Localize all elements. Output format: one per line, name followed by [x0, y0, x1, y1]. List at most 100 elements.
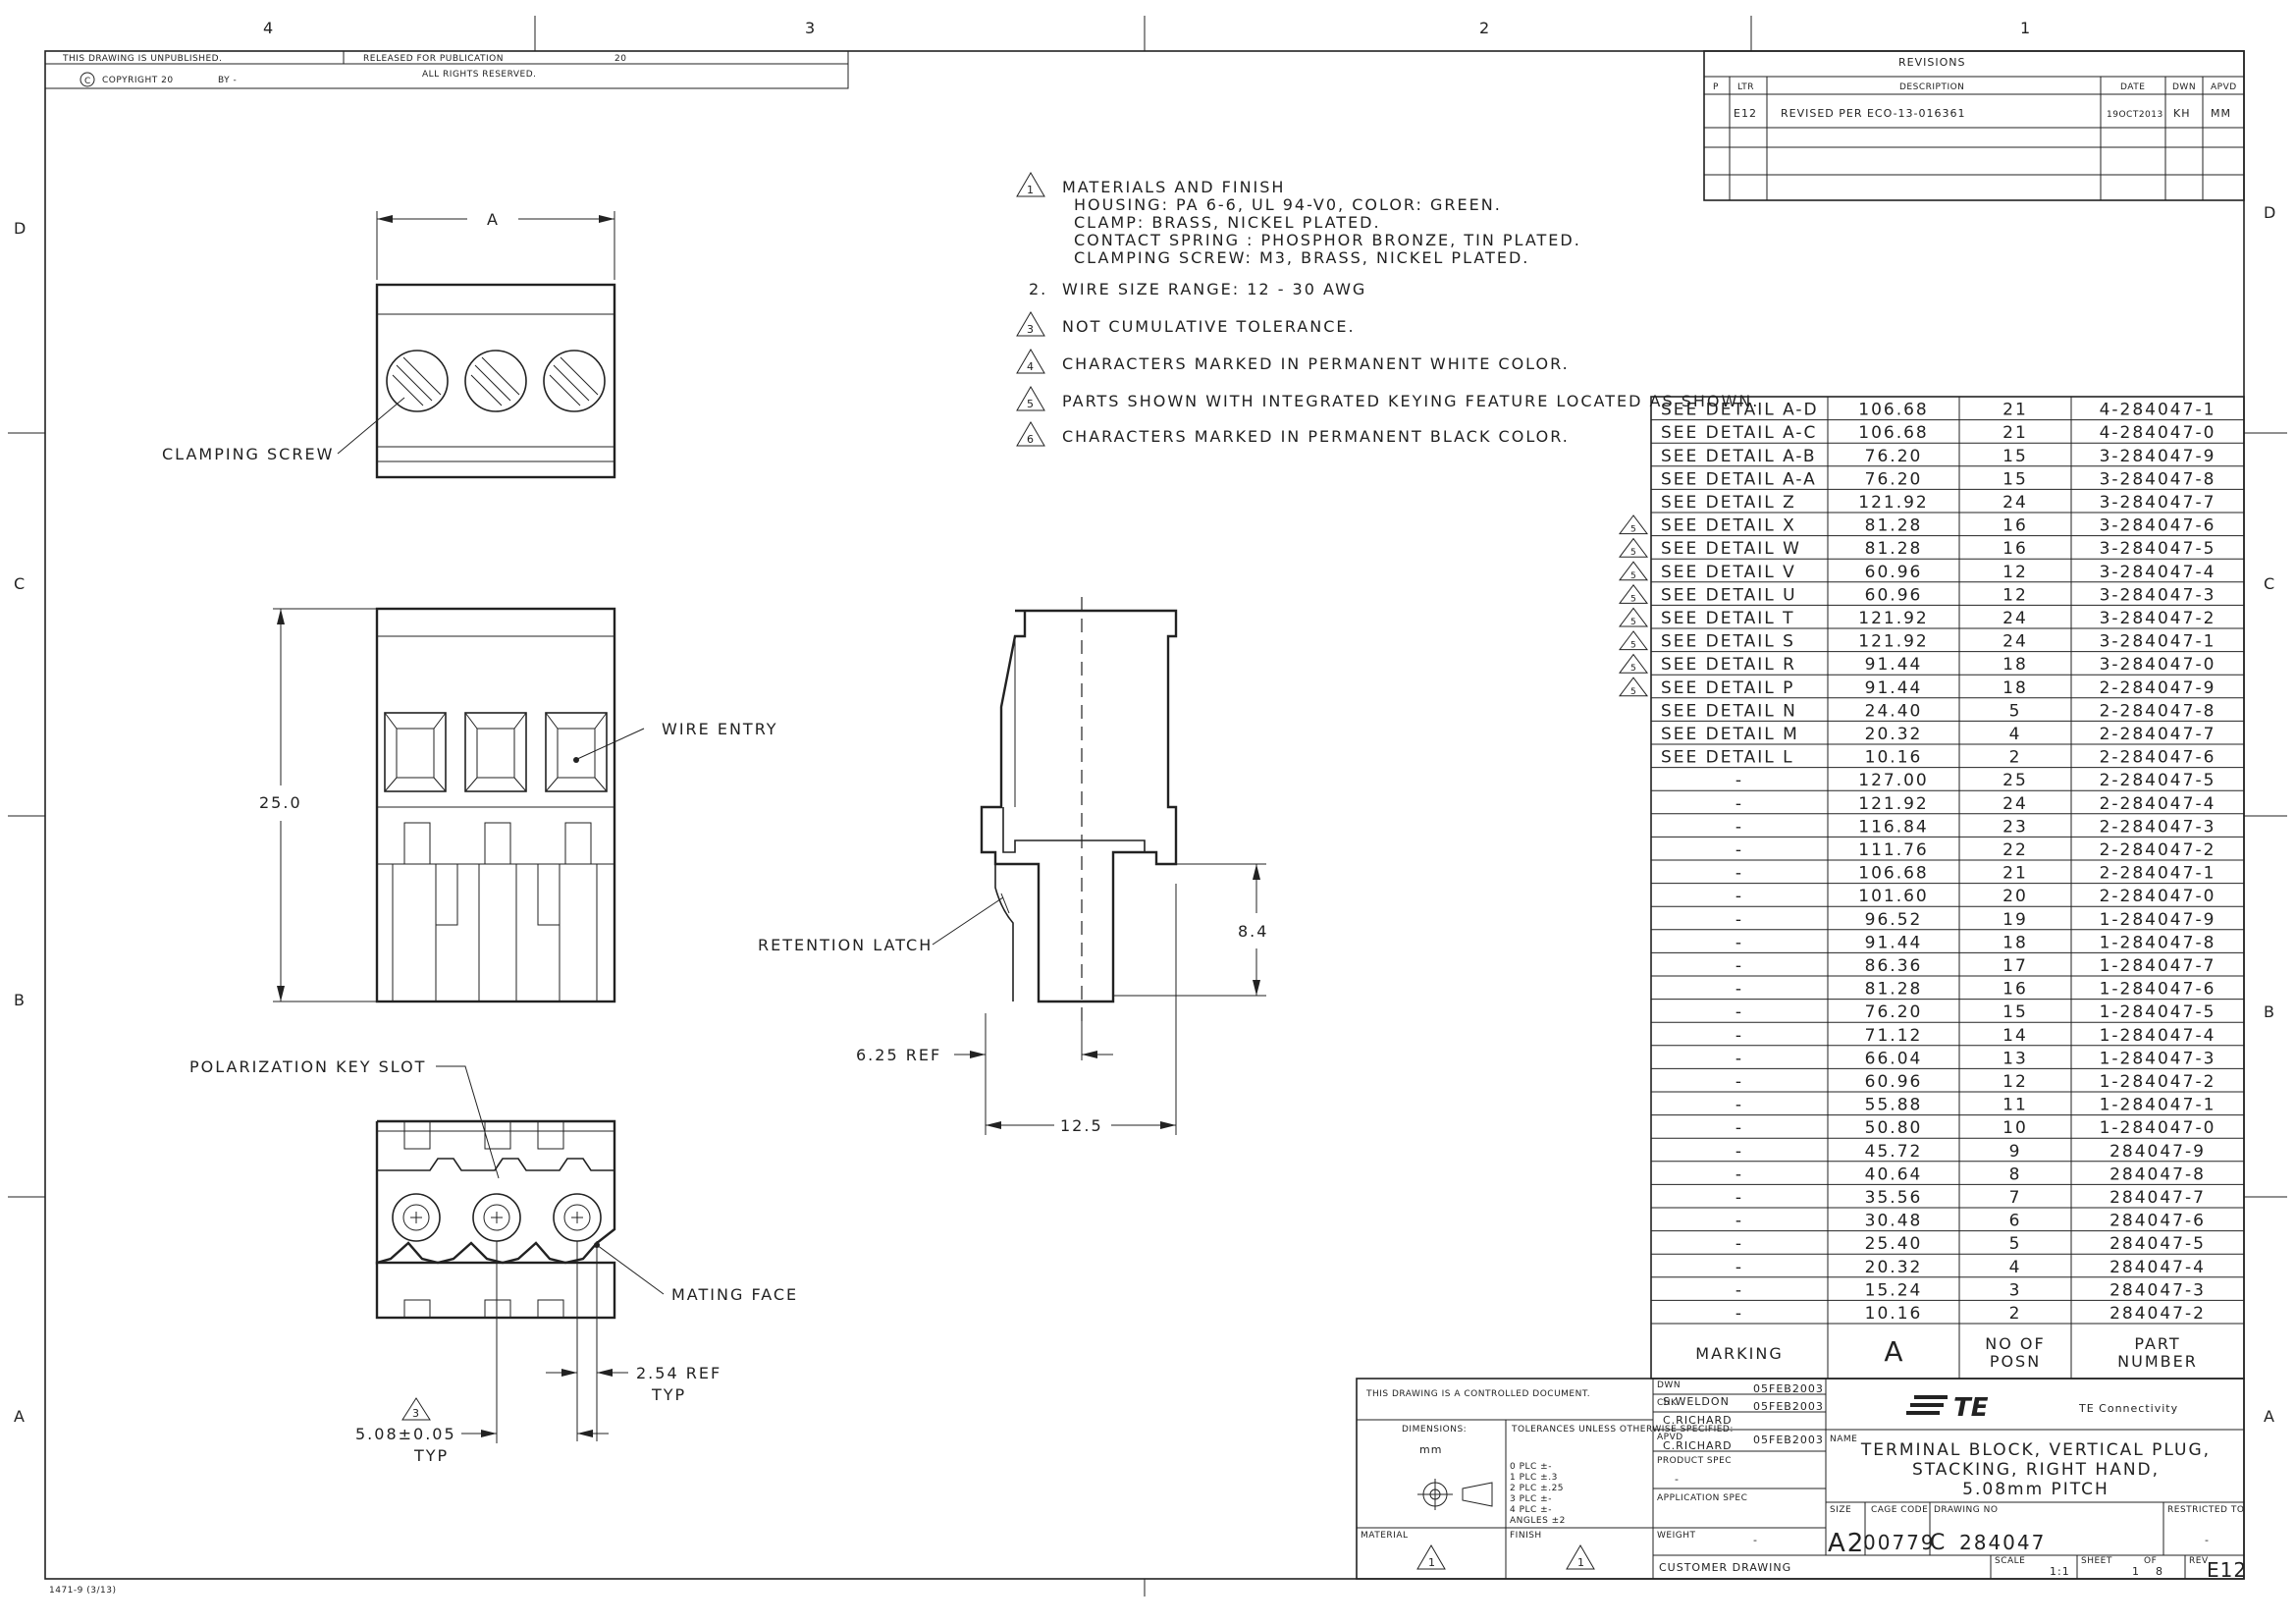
- part-number-cell: 2-284047-8: [2100, 701, 2216, 721]
- rev-col-dwn: DWN: [2172, 82, 2196, 92]
- contact-1: [392, 1193, 441, 1242]
- note-line: CHARACTERS MARKED IN PERMANENT BLACK COL…: [1062, 427, 1570, 446]
- te-logo-text: TE: [1953, 1393, 1989, 1423]
- part-number-cell: 1-284047-2: [2100, 1072, 2216, 1092]
- zone-top-4: 4: [263, 19, 273, 37]
- marking-cell: -: [1735, 817, 1743, 837]
- part-number-cell: 284047-3: [2109, 1280, 2206, 1300]
- weight-label: WEIGHT: [1657, 1531, 1695, 1541]
- controlled-document-text: THIS DRAWING IS A CONTROLLED DOCUMENT.: [1365, 1389, 1590, 1399]
- note-line: CLAMP: BRASS, NICKEL PLATED.: [1074, 213, 1381, 232]
- chk-date: 05FEB2003: [1753, 1400, 1824, 1413]
- note-flag-3: [1016, 311, 1045, 337]
- part-number-cell: 1-284047-1: [2100, 1096, 2216, 1115]
- positions-cell: 15: [2002, 447, 2028, 466]
- marking-cell: -: [1735, 1188, 1743, 1208]
- wire-entry-2: [464, 712, 527, 792]
- part-number-cell: 3-284047-3: [2100, 585, 2216, 605]
- apvd-name: C.RICHARD: [1663, 1439, 1733, 1452]
- part-number-cell: 284047-7: [2109, 1188, 2206, 1208]
- wire-entry-3: [545, 712, 608, 792]
- note-flag-number: 5: [1027, 398, 1035, 410]
- positions-cell: 16: [2002, 539, 2028, 559]
- dim-a-cell: 66.04: [1865, 1049, 1923, 1068]
- tolerance-line: 0 PLC ±-: [1510, 1462, 1552, 1472]
- title-block: THIS DRAWING IS A CONTROLLED DOCUMENT. D…: [1356, 1378, 2246, 1582]
- application-spec-label: APPLICATION SPEC: [1657, 1493, 1747, 1503]
- marking-cell: SEE DETAIL U: [1661, 585, 1797, 605]
- marking-cell: SEE DETAIL R: [1661, 655, 1796, 675]
- clamping-screw-1: [386, 350, 449, 412]
- part-number-cell: 2-284047-5: [2100, 771, 2216, 790]
- restricted-to-label: RESTRICTED TO: [2167, 1505, 2244, 1515]
- marking-cell: SEE DETAIL A-D: [1661, 401, 1819, 420]
- marking-cell: SEE DETAIL A-B: [1661, 447, 1817, 466]
- keying-flag-5: [1618, 561, 1649, 581]
- rev-row-description: REVISED PER ECO-13-016361: [1781, 107, 1966, 120]
- part-number-cell: 1-284047-0: [2100, 1118, 2216, 1138]
- rev-row-date: 19OCT2013: [2107, 110, 2163, 120]
- positions-cell: 16: [2002, 980, 2028, 1000]
- part-number-cell: 3-284047-7: [2100, 493, 2216, 513]
- name-label: NAME: [1830, 1435, 1857, 1444]
- zone-right-b: B: [2264, 1002, 2274, 1021]
- drawing-name-line-3: 5.08mm PITCH: [1962, 1480, 2109, 1499]
- positions-cell: 24: [2002, 794, 2028, 814]
- product-spec-label: PRODUCT SPEC: [1657, 1456, 1732, 1466]
- rev-col-p: P: [1713, 82, 1719, 92]
- marking-cell: -: [1735, 1096, 1743, 1115]
- positions-cell: 23: [2002, 817, 2028, 837]
- company-name: TE Connectivity: [2078, 1402, 2178, 1415]
- part-number-cell: 4-284047-0: [2100, 423, 2216, 443]
- drawing-no-prefix: C: [1930, 1531, 1945, 1555]
- chk-label: CHK: [1657, 1398, 1678, 1408]
- marking-cell: SEE DETAIL P: [1661, 678, 1794, 698]
- positions-cell: 21: [2002, 864, 2028, 884]
- marking-cell: -: [1735, 1142, 1743, 1162]
- contact-3: [553, 1193, 602, 1242]
- clamping-screw-label: CLAMPING SCREW: [162, 445, 334, 463]
- chk-name: C.RICHARD: [1663, 1414, 1733, 1427]
- publication-header: THIS DRAWING IS UNPUBLISHED. C COPYRIGHT…: [44, 50, 849, 89]
- part-number-cell: 1-284047-4: [2100, 1026, 2216, 1046]
- dimensions-label: DIMENSIONS:: [1402, 1425, 1467, 1435]
- positions-cell: 12: [2002, 563, 2028, 582]
- dim-a-cell: 30.48: [1865, 1212, 1923, 1231]
- drawing-no-label: DRAWING NO: [1934, 1505, 1998, 1515]
- typ-label-1: TYP: [651, 1385, 686, 1404]
- part-number-cell: 2-284047-3: [2100, 817, 2216, 837]
- scale-label: SCALE: [1995, 1556, 2025, 1566]
- positions-cell: 17: [2002, 956, 2028, 976]
- part-number-cell: 3-284047-4: [2100, 563, 2216, 582]
- dim-a-cell: 60.96: [1865, 585, 1923, 605]
- marking-cell: -: [1735, 933, 1743, 952]
- dim-a-cell: 81.28: [1865, 980, 1923, 1000]
- positions-cell: 3: [2009, 1280, 2022, 1300]
- tolerance-line: ANGLES ±2: [1510, 1516, 1566, 1526]
- finish-flag: 1: [1577, 1556, 1585, 1569]
- part-number-cell: 3-284047-2: [2100, 609, 2216, 628]
- dim-a-cell: 81.28: [1865, 516, 1923, 536]
- marking-cell: -: [1735, 887, 1743, 906]
- rev-col-ltr: LTR: [1737, 82, 1754, 92]
- part-number-cell: 3-284047-5: [2100, 539, 2216, 559]
- size-value: A2: [1828, 1529, 1865, 1558]
- part-number-cell: 2-284047-1: [2100, 864, 2216, 884]
- part-number-cell: 1-284047-8: [2100, 933, 2216, 952]
- marking-cell: -: [1735, 771, 1743, 790]
- keying-flag-5: [1618, 583, 1649, 604]
- positions-cell: 16: [2002, 516, 2028, 536]
- marking-cell: SEE DETAIL W: [1661, 539, 1801, 559]
- positions-cell: 25: [2002, 771, 2028, 790]
